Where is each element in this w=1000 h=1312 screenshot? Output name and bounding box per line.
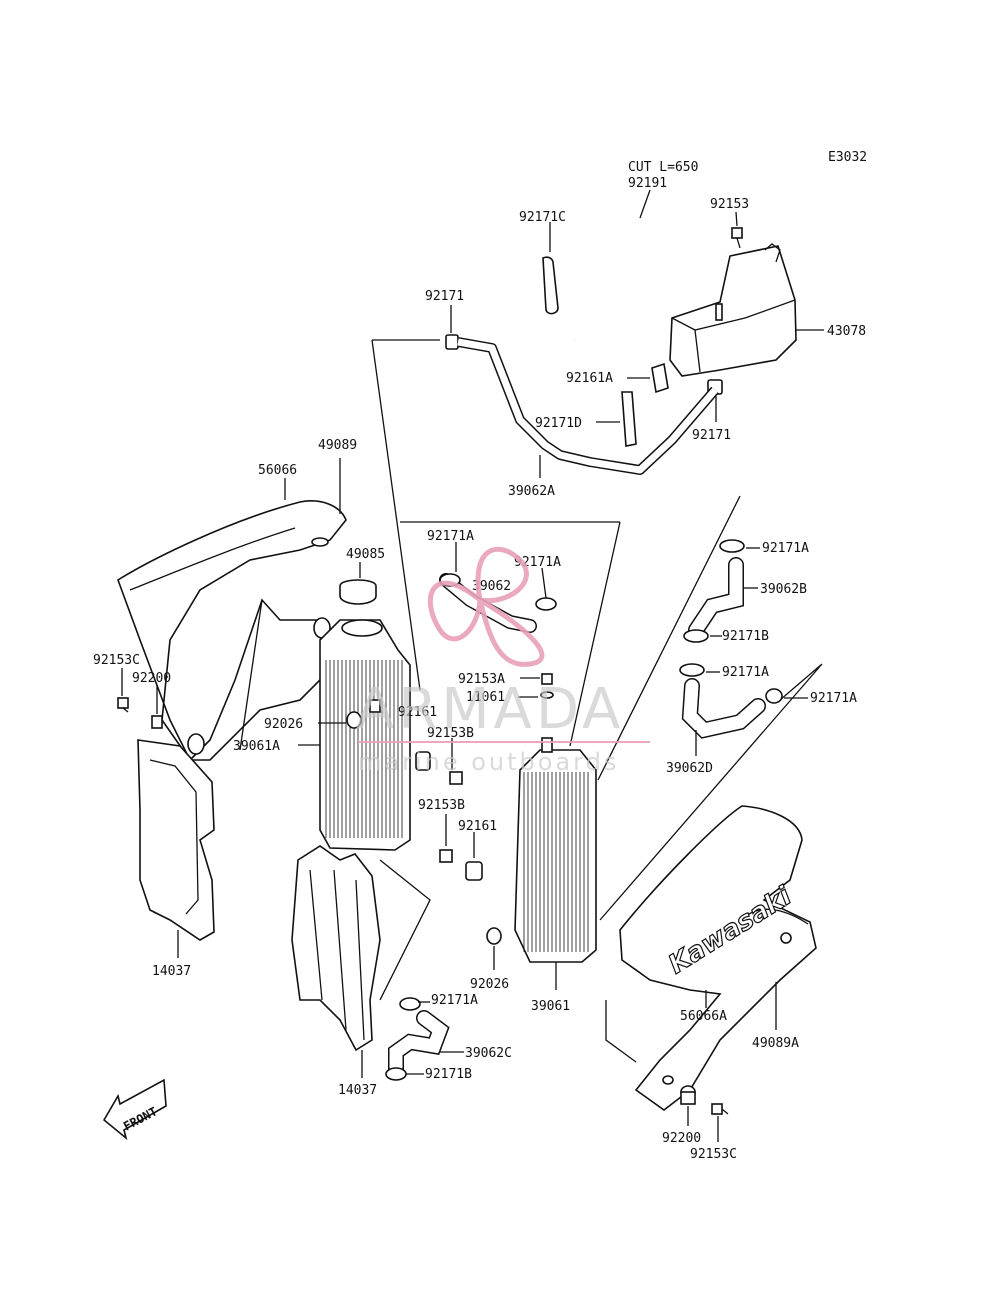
collar-92200-left[interactable] (151, 715, 163, 729)
watermark-tagline: marine outboards (358, 748, 619, 776)
guide-line-lower (379, 859, 431, 1001)
label-92171A-left: 92171A (427, 529, 474, 544)
label-56066A: 56066A (680, 1009, 727, 1024)
label-92171C: 92171C (519, 210, 566, 225)
label-39062: 39062 (472, 579, 511, 594)
leader-92191 (639, 189, 651, 219)
armada-watermark: ARMADA marine outboards (356, 546, 650, 776)
leader-92153 (735, 211, 738, 227)
label-14037-center: 14037 (338, 1083, 377, 1098)
label-92200-left: 92200 (132, 671, 171, 686)
clamp-92171B-bottom[interactable] (385, 1067, 407, 1081)
label-92171-top: 92171 (425, 289, 464, 304)
label-49089: 49089 (318, 438, 357, 453)
clamp-92171A-bottom[interactable] (399, 997, 421, 1011)
label-39061: 39061 (531, 999, 570, 1014)
label-39062D: 39062D (666, 761, 713, 776)
collar-92200-right[interactable] (680, 1085, 696, 1105)
watermark-brand: ARMADA (356, 677, 624, 742)
label-92161-left: 92161 (398, 705, 437, 720)
clamp-92171A-mid[interactable] (535, 597, 557, 611)
breather-hose-39062A[interactable] (457, 337, 719, 475)
label-14037-left: 14037 (152, 964, 191, 979)
gasket-11061[interactable] (540, 691, 554, 699)
clamp-92171-top[interactable] (445, 334, 459, 350)
label-92171A-right3: 92171A (810, 691, 857, 706)
guide-line-right (597, 495, 741, 781)
clamp-92171A-right3[interactable] (765, 688, 783, 704)
label-56066: 56066 (258, 463, 297, 478)
shroud-56066A-right[interactable]: Kawasaki (619, 805, 817, 1111)
radiator-39061A-left[interactable] (319, 619, 411, 851)
label-92026-right: 92026 (470, 977, 509, 992)
label-92171A-right1: 92171A (762, 541, 809, 556)
label-92171A-right2: 92171A (722, 665, 769, 680)
leader-92171A-mid (541, 567, 547, 599)
overflow-hose-92191[interactable] (572, 208, 725, 342)
radiator-39061-right[interactable] (514, 737, 597, 963)
radiator-guard-14037-center[interactable] (291, 845, 381, 1052)
label-92171B-right: 92171B (722, 629, 769, 644)
label-39062A: 39062A (508, 484, 555, 499)
label-92161A: 92161A (566, 371, 613, 386)
label-92171-right: 92171 (692, 428, 731, 443)
label-11061: 11061 (466, 690, 505, 705)
radiator-hose-39062B[interactable] (688, 557, 744, 638)
hose-cut-note: CUT L=650 (628, 160, 698, 175)
bolt-92153[interactable] (731, 227, 743, 249)
label-92171B-bottom: 92171B (425, 1067, 472, 1082)
grommet-92161-left[interactable] (415, 751, 431, 771)
radiator-cap-49085[interactable] (339, 579, 377, 605)
label-92191: 92191 (628, 176, 667, 191)
clamp-92171A-right1[interactable] (719, 539, 745, 553)
clamp-92171A-right2[interactable] (679, 663, 705, 677)
reservoir-tank-43078[interactable] (669, 243, 797, 377)
label-92153B-lower: 92153B (418, 798, 465, 813)
label-49085: 49085 (346, 547, 385, 562)
propeller-logo-icon (427, 546, 545, 667)
bolt-92153C-left[interactable] (117, 697, 129, 713)
hose-band-92171D[interactable] (621, 391, 637, 447)
radiator-hose-39062C[interactable] (388, 1010, 450, 1076)
guide-line-top (371, 339, 440, 691)
label-39062C: 39062C (465, 1046, 512, 1061)
label-92153B-upper: 92153B (427, 726, 474, 741)
radiator-hose-39062[interactable] (439, 573, 537, 633)
grommet-92161-mid[interactable] (465, 861, 483, 881)
radiator-guard-14037-left[interactable] (137, 739, 215, 941)
front-arrow-icon: FRONT (102, 1078, 167, 1141)
bolt-92153B-upper[interactable] (449, 771, 463, 785)
guide-line-mid (400, 521, 621, 747)
label-49089A: 49089A (752, 1036, 799, 1051)
bolt-92153B-lower[interactable] (439, 849, 453, 863)
label-92153A: 92153A (458, 672, 505, 687)
clamp-92171B-right[interactable] (683, 629, 709, 643)
hose-band-92171C[interactable] (542, 256, 559, 315)
bolt-92153A[interactable] (541, 673, 553, 685)
radiator-hose-39062D[interactable] (681, 678, 766, 739)
label-92171D: 92171D (535, 416, 582, 431)
label-92171A-bottom: 92171A (431, 993, 478, 1008)
label-92200-right: 92200 (662, 1131, 701, 1146)
diagram-code: E3032 (828, 150, 867, 165)
label-92153C-right: 92153C (690, 1147, 737, 1162)
label-92161-mid: 92161 (458, 819, 497, 834)
collar-92026-left[interactable] (346, 711, 362, 729)
grommet-92161A[interactable] (651, 362, 669, 394)
label-39062B: 39062B (760, 582, 807, 597)
label-92026-left: 92026 (264, 717, 303, 732)
label-39061A: 39061A (233, 739, 280, 754)
label-92153: 92153 (710, 197, 749, 212)
collar-92026-right[interactable] (486, 927, 502, 945)
label-92153C-left: 92153C (93, 653, 140, 668)
bolt-92153C-right[interactable] (711, 1103, 729, 1115)
guide-line-shroud (605, 1000, 637, 1063)
label-43078: 43078 (827, 324, 866, 339)
guide-line-right2 (599, 663, 823, 921)
